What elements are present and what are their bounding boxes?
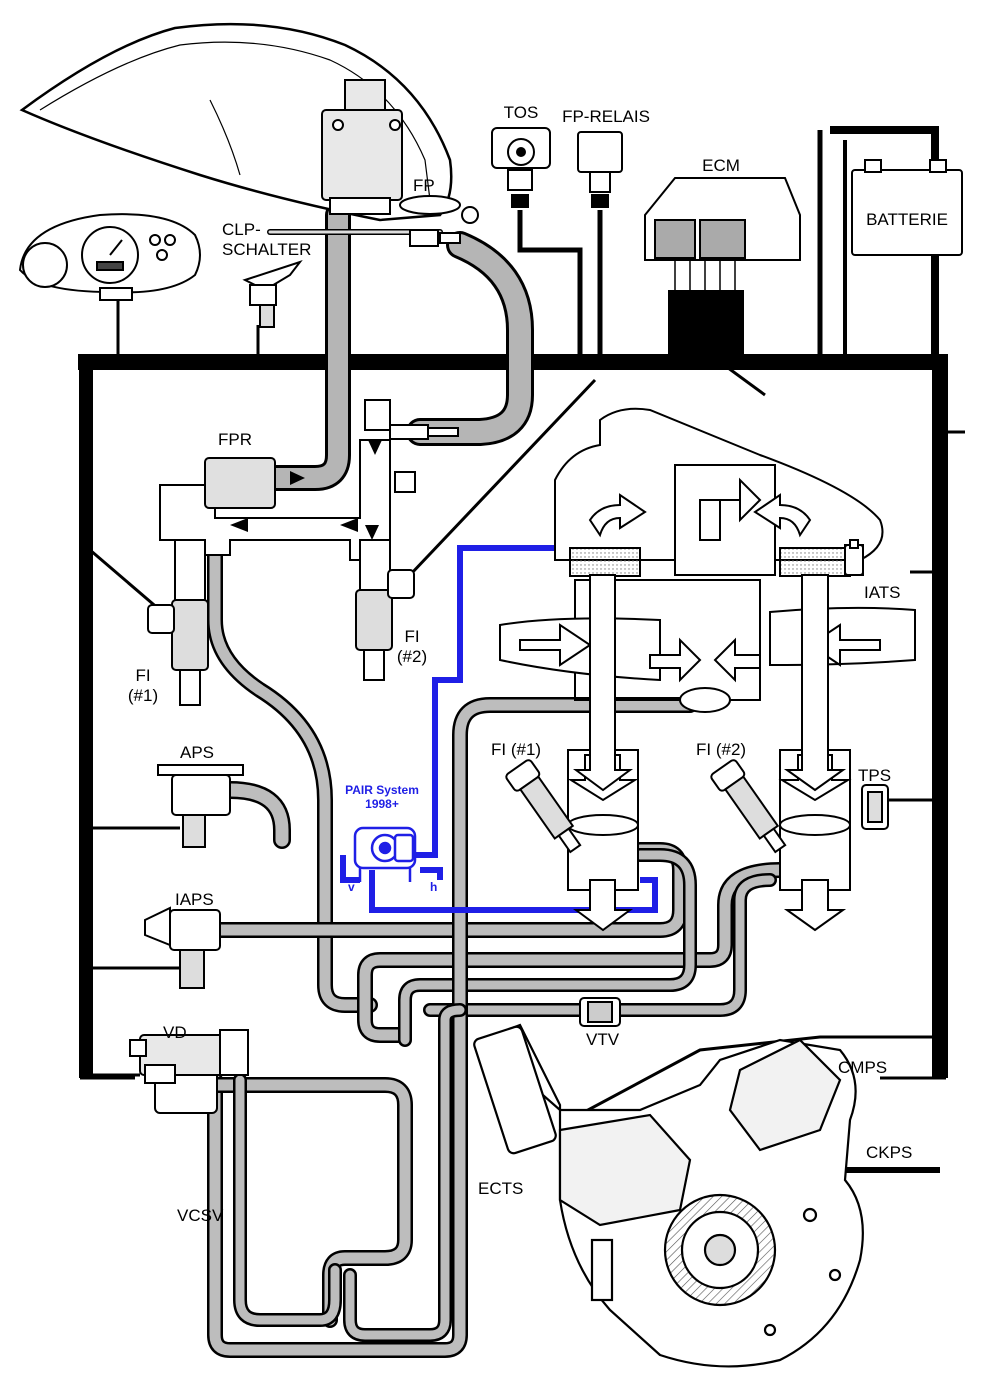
- label-tos: TOS: [503, 103, 539, 122]
- aps-sensor: [157, 764, 244, 848]
- fuel-injector-icon: [355, 539, 415, 681]
- label-pair-line1: PAIR System: [345, 783, 419, 797]
- label-cmps: CMPS: [838, 1058, 888, 1077]
- label-ckps: CKPS: [866, 1143, 913, 1162]
- fuel-injector-icon: [505, 759, 787, 854]
- label-vcsv: VCSV: [177, 1206, 224, 1225]
- label-fi2-left: FI (#2): [397, 627, 427, 667]
- v-twin-engine-icon: [473, 1023, 864, 1368]
- label-ects: ECTS: [478, 1179, 524, 1198]
- label-fpr: FPR: [218, 430, 252, 449]
- vacuum-transfer-valve: [579, 997, 621, 1027]
- label-iats: IATS: [864, 583, 901, 602]
- pair-valve: [353, 826, 417, 882]
- intake-air-temp-sensor: [844, 539, 864, 576]
- iaps-sensor: [144, 906, 221, 989]
- clutch-switch: [242, 260, 303, 328]
- label-aps: APS: [180, 743, 215, 762]
- label-pair-port-h: h: [430, 880, 438, 894]
- label-clp-schalter: CLP- SCHALTER: [222, 220, 311, 260]
- fuel-pump: [321, 79, 479, 224]
- label-clp-line1: CLP-: [222, 220, 261, 239]
- label-pair-port-v: v: [348, 880, 355, 894]
- battery: [851, 159, 963, 256]
- throttle-position-sensor: [861, 784, 889, 830]
- label-fi1-right: FI (#1): [491, 740, 542, 759]
- label-fp: FP: [413, 176, 435, 195]
- speedometer-icon: [18, 213, 201, 301]
- label-vtv: VTV: [586, 1030, 620, 1049]
- label-fi2-left-line2: (#2): [396, 647, 428, 666]
- label-pair-line2: 1998+: [365, 797, 399, 811]
- label-tps: TPS: [858, 766, 892, 785]
- intake-arrows: [572, 574, 847, 792]
- label-batterie: BATTERIE: [866, 210, 948, 229]
- vcsv-valve: [129, 1029, 249, 1084]
- label-pair-system: PAIR System 1998+: [345, 783, 419, 811]
- pair-system-lines: [340, 545, 658, 913]
- label-ecm: ECM: [702, 156, 740, 175]
- fuel-filter-connector: [409, 229, 461, 247]
- tip-over-sensor: [491, 127, 551, 208]
- label-fi2-left-line1: FI: [404, 627, 420, 646]
- fuel-pump-relay: [577, 131, 623, 208]
- ecm-unit: [644, 177, 801, 300]
- fuel-injector-icon: [147, 539, 209, 706]
- vacuum-hoses: [207, 202, 788, 1358]
- label-fi1-left-line2: (#1): [127, 686, 159, 705]
- label-clp-line2: SCHALTER: [222, 240, 312, 259]
- label-fi1-left-line1: FI: [135, 666, 151, 685]
- label-fi1-left: FI (#1): [128, 666, 158, 706]
- label-fp-relais: FP-RELAIS: [562, 107, 650, 126]
- fuel-rail: [159, 399, 459, 561]
- label-iaps: IAPS: [175, 890, 214, 909]
- label-vd: VD: [163, 1023, 187, 1042]
- label-fi2-right: FI (#2): [696, 740, 747, 759]
